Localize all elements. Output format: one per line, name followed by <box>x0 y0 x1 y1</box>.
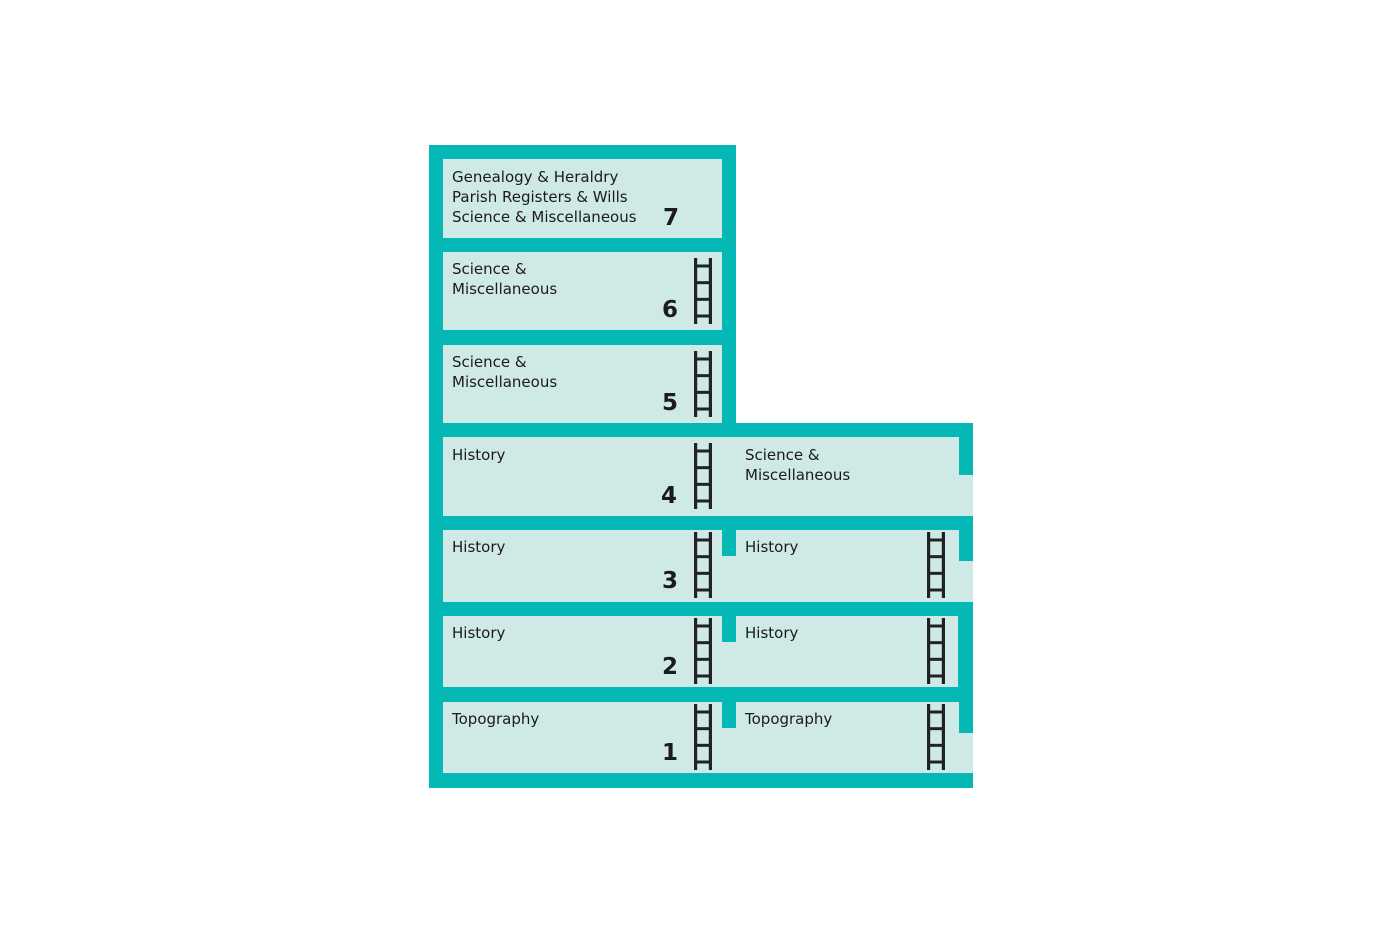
room-floor-7 <box>443 159 722 238</box>
floor-7-label-line-1: Genealogy & Heraldry <box>452 168 618 186</box>
room-floor-2-left <box>443 616 722 687</box>
floor-6-label-line-2: Miscellaneous <box>452 280 557 298</box>
floor-4-number: 4 <box>661 483 677 509</box>
room-floor-2-connector <box>722 642 736 687</box>
ladder-icon <box>694 704 712 770</box>
floor-4-divider-gap <box>722 463 736 516</box>
room-floor-3-left <box>443 530 722 602</box>
floor-7-label-line-3: Science & Miscellaneous <box>452 208 637 226</box>
floor-5-number: 5 <box>662 390 678 416</box>
floor-6-label-line-1: Science & <box>452 260 527 278</box>
ladder-icon <box>694 351 712 417</box>
floor-2-number: 2 <box>662 654 678 680</box>
room-floor-3-connector <box>722 556 736 602</box>
room-floor-4-right <box>736 437 959 516</box>
ladder-icon <box>927 532 945 598</box>
floor-3-number: 3 <box>662 568 678 594</box>
floor-3-left-label: History <box>452 538 505 556</box>
floor-7-number: 7 <box>663 205 679 231</box>
floor-4-right-label-line-2: Miscellaneous <box>745 466 850 484</box>
floor-1-right-label: Topography <box>744 710 832 728</box>
room-floor-1-connector <box>722 728 736 773</box>
ladder-icon <box>927 618 945 684</box>
room-floor-3-right-opening <box>959 561 973 602</box>
room-labels: Genealogy & Heraldry Parish Registers & … <box>451 168 850 766</box>
room-floor-6 <box>443 252 722 330</box>
floor-1-number: 1 <box>662 740 678 766</box>
ladder-icon <box>694 618 712 684</box>
ladders <box>694 258 945 770</box>
room-floor-5 <box>443 345 722 423</box>
ladder-icon <box>927 704 945 770</box>
floor-1-left-label: Topography <box>451 710 539 728</box>
ladder-icon <box>694 443 712 509</box>
floor-4-right-label-line-1: Science & <box>745 446 820 464</box>
room-floor-4-right-opening <box>959 475 973 516</box>
room-floor-1-right-opening <box>959 733 973 773</box>
floor-5-label-line-2: Miscellaneous <box>452 373 557 391</box>
floor-3-right-label: History <box>745 538 798 556</box>
room-floor-4-left <box>443 437 736 516</box>
rooms <box>443 159 973 773</box>
floor-7-label-line-2: Parish Registers & Wills <box>452 188 628 206</box>
floor-2-right-label: History <box>745 624 798 642</box>
floor-2-left-label: History <box>452 624 505 642</box>
room-floor-1-right <box>736 702 959 773</box>
ladder-icon <box>694 532 712 598</box>
ladder-icon <box>694 258 712 324</box>
room-floor-3-right <box>736 530 959 602</box>
room-floor-1-left <box>443 702 722 773</box>
room-floor-2-right <box>736 616 958 687</box>
floor-6-number: 6 <box>662 297 678 323</box>
floor-4-left-label: History <box>452 446 505 464</box>
floor-5-label-line-1: Science & <box>452 353 527 371</box>
